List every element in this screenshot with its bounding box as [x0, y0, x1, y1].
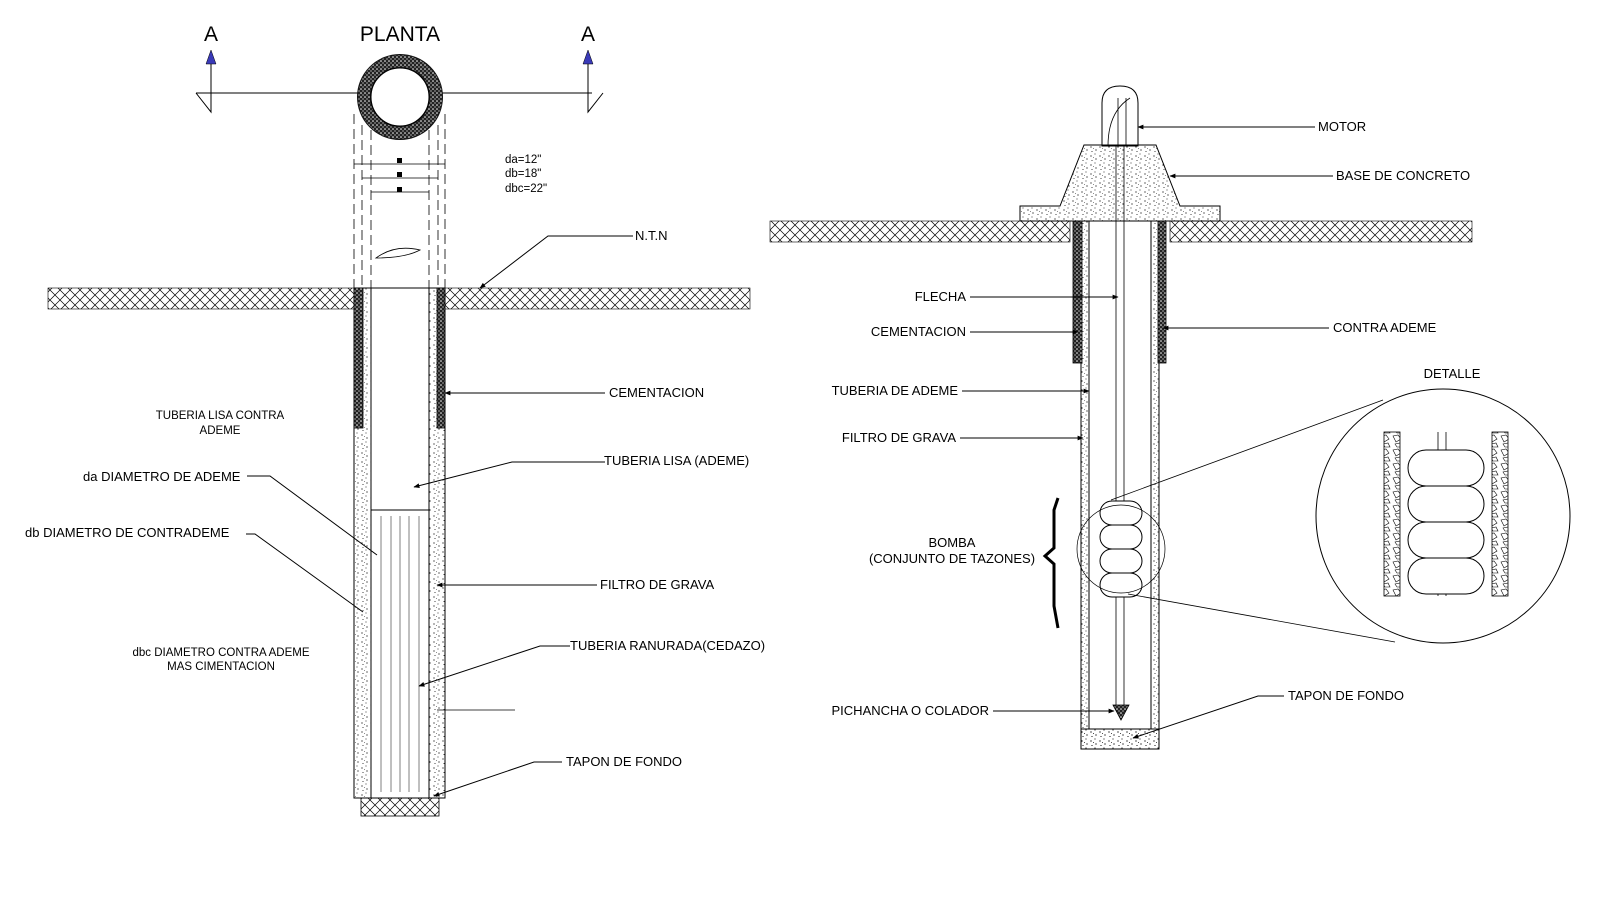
cementation-right: [436, 287, 446, 429]
bottom-plug-right: [1080, 728, 1160, 750]
projection-lines: [353, 114, 446, 288]
label-db-diametro: db DIAMETRO DE CONTRADEME: [25, 525, 230, 540]
right-well-section: MOTOR BASE DE CONCRETO FLECHA CEMENTACIO…: [769, 85, 1571, 750]
plan-title: PLANTA: [360, 23, 440, 46]
cementation-left: [353, 287, 364, 429]
cementation-right-right: [1157, 220, 1167, 364]
ground-surface-right: [444, 287, 751, 310]
label-cementacion-left: CEMENTACION: [609, 385, 704, 400]
dim-dbc-label: dbc=22": [505, 183, 547, 195]
concrete-base: [1019, 144, 1221, 222]
label-dbc-2: MAS CIMENTACION: [167, 661, 275, 673]
plan-ring: [357, 54, 443, 140]
cementation-right-left: [1072, 220, 1083, 364]
label-filtro-grava-right: FILTRO DE GRAVA: [842, 430, 956, 445]
label-bomba-2: (CONJUNTO DE TAZONES): [869, 551, 1035, 566]
section-mark-left: A: [204, 23, 218, 46]
right-leaders: [960, 124, 1333, 739]
label-contra-ademe: CONTRA ADEME: [1333, 320, 1437, 335]
label-bomba-1: BOMBA: [929, 535, 976, 550]
pump-bowls: [1099, 500, 1143, 598]
label-tuberia-ademe: TUBERIA DE ADEME: [832, 383, 959, 398]
smooth-casing-pipe: [370, 287, 430, 511]
label-base-concreto: BASE DE CONCRETO: [1336, 168, 1470, 183]
label-tapon-fondo-left: TAPON DE FONDO: [566, 754, 682, 769]
bottom-plug: [360, 797, 440, 817]
label-detalle: DETALLE: [1424, 366, 1481, 381]
label-tuberia-lisa-contra-1: TUBERIA LISA CONTRA: [156, 410, 285, 422]
label-tuberia-ranurada: TUBERIA RANURADA(CEDAZO): [570, 638, 765, 653]
detail-view: [1110, 388, 1571, 644]
screen-slots: [380, 516, 420, 792]
label-motor: MOTOR: [1318, 119, 1366, 134]
section-mark-right: A: [581, 23, 595, 46]
ground-surface-left: [47, 287, 355, 310]
label-tuberia-lisa-ademe: TUBERIA LISA (ADEME): [604, 453, 749, 468]
left-well-section: A A PLANTA da=12" db=18": [25, 23, 765, 817]
brace-icon: [1042, 497, 1060, 629]
label-pichancha: PICHANCHA O COLADOR: [832, 703, 989, 718]
label-dbc-1: dbc DIAMETRO CONTRA ADEME: [132, 647, 309, 659]
arrow-up-icon: [205, 49, 217, 65]
ground-surface-right-b: [1169, 220, 1473, 243]
label-filtro-grava-left: FILTRO DE GRAVA: [600, 577, 714, 592]
label-ntn: N.T.N: [635, 228, 668, 243]
dim-da-label: da=12": [505, 154, 541, 166]
strainer-icon: [1112, 704, 1130, 721]
dimension-lines: [354, 158, 445, 259]
left-leaders: [246, 235, 633, 797]
label-da-diametro: da DIAMETRO DE ADEME: [83, 469, 241, 484]
label-flecha: FLECHA: [915, 289, 967, 304]
label-cementacion-right: CEMENTACION: [871, 324, 966, 339]
detail-callout-circle: [1076, 504, 1166, 594]
arrow-up-icon: [582, 49, 594, 65]
ground-surface-right-a: [769, 220, 1071, 243]
dim-db-label: db=18": [505, 168, 541, 180]
motor-housing: [1101, 85, 1139, 147]
label-tapon-fondo-right: TAPON DE FONDO: [1288, 688, 1404, 703]
label-tuberia-lisa-contra-2: ADEME: [200, 425, 241, 437]
